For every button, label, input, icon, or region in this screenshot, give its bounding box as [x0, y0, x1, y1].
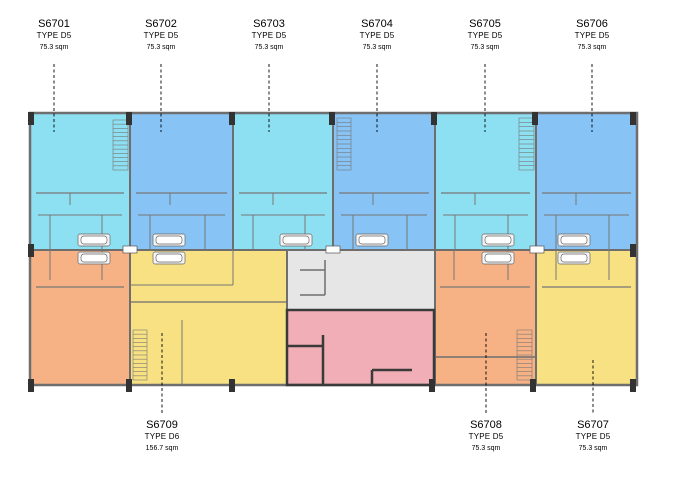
unit-s6707-area[interactable]: [536, 250, 637, 385]
unit-type: TYPE D5: [36, 31, 72, 40]
unit-area: 156.7 sqm: [145, 445, 179, 452]
unit-s6709-area[interactable]: [130, 250, 287, 385]
unit-code: S6702: [145, 18, 177, 30]
unit-type: TYPE D6: [144, 432, 180, 441]
unit-s6701-area[interactable]: [30, 113, 130, 250]
unit-type: TYPE D5: [143, 31, 179, 40]
unit-code: S6709: [146, 419, 178, 431]
unit-s6703-area[interactable]: [233, 113, 333, 250]
unit-code: S6706: [576, 18, 608, 30]
unit-s6704-area[interactable]: [333, 113, 435, 250]
unit-leader-lines: [53, 64, 594, 413]
interior-walls: [36, 192, 631, 385]
unit-code: S6707: [577, 419, 609, 431]
unit-area: 75.3 sqm: [39, 44, 69, 51]
unit-label-s6707[interactable]: S6707 TYPE D5 75.3 sqm: [553, 419, 633, 453]
unit-type: TYPE D5: [467, 31, 503, 40]
unit-label-s6703[interactable]: S6703 TYPE D5 75.3 sqm: [229, 18, 309, 52]
unit-code: S6703: [253, 18, 285, 30]
corridor-area: [287, 250, 434, 310]
service-walls: [285, 308, 436, 387]
unit-code: S6704: [361, 18, 393, 30]
unit-type: TYPE D5: [574, 31, 610, 40]
unit-label-s6706[interactable]: S6706 TYPE D5 75.3 sqm: [552, 18, 632, 52]
unit-area: 75.3 sqm: [578, 445, 608, 452]
unit-type: TYPE D5: [575, 432, 611, 441]
unit-label-s6704[interactable]: S6704 TYPE D5 75.3 sqm: [337, 18, 417, 52]
unit-type: TYPE D5: [468, 432, 504, 441]
unit-s6706-area[interactable]: [536, 113, 637, 250]
bathtubs: [77, 233, 591, 265]
unit-area: 75.3 sqm: [471, 445, 501, 452]
unit-s6709-orange-area[interactable]: [30, 250, 130, 385]
unit-code: S6705: [469, 18, 501, 30]
columns: [28, 112, 636, 392]
unit-code: S6708: [470, 419, 502, 431]
unit-code: S6701: [38, 18, 70, 30]
unit-area: 75.3 sqm: [470, 44, 500, 51]
unit-label-s6702[interactable]: S6702 TYPE D5 75.3 sqm: [121, 18, 201, 52]
unit-s6705-area[interactable]: [435, 113, 536, 250]
unit-area: 75.3 sqm: [362, 44, 392, 51]
unit-label-s6705[interactable]: S6705 TYPE D5 75.3 sqm: [445, 18, 525, 52]
unit-label-s6709[interactable]: S6709 TYPE D6 156.7 sqm: [122, 419, 202, 453]
unit-area: 75.3 sqm: [254, 44, 284, 51]
unit-area: 75.3 sqm: [577, 44, 607, 51]
service-area: [287, 310, 434, 385]
corridor-walls: [300, 260, 326, 296]
unit-label-s6708[interactable]: S6708 TYPE D5 75.3 sqm: [446, 419, 526, 453]
unit-area: 75.3 sqm: [146, 44, 176, 51]
unit-type: TYPE D5: [251, 31, 287, 40]
unit-label-s6701[interactable]: S6701 TYPE D5 75.3 sqm: [14, 18, 94, 52]
unit-s6708-area[interactable]: [434, 250, 536, 385]
unit-s6702-area[interactable]: [130, 113, 233, 250]
stairs: [112, 117, 535, 381]
unit-type: TYPE D5: [359, 31, 395, 40]
